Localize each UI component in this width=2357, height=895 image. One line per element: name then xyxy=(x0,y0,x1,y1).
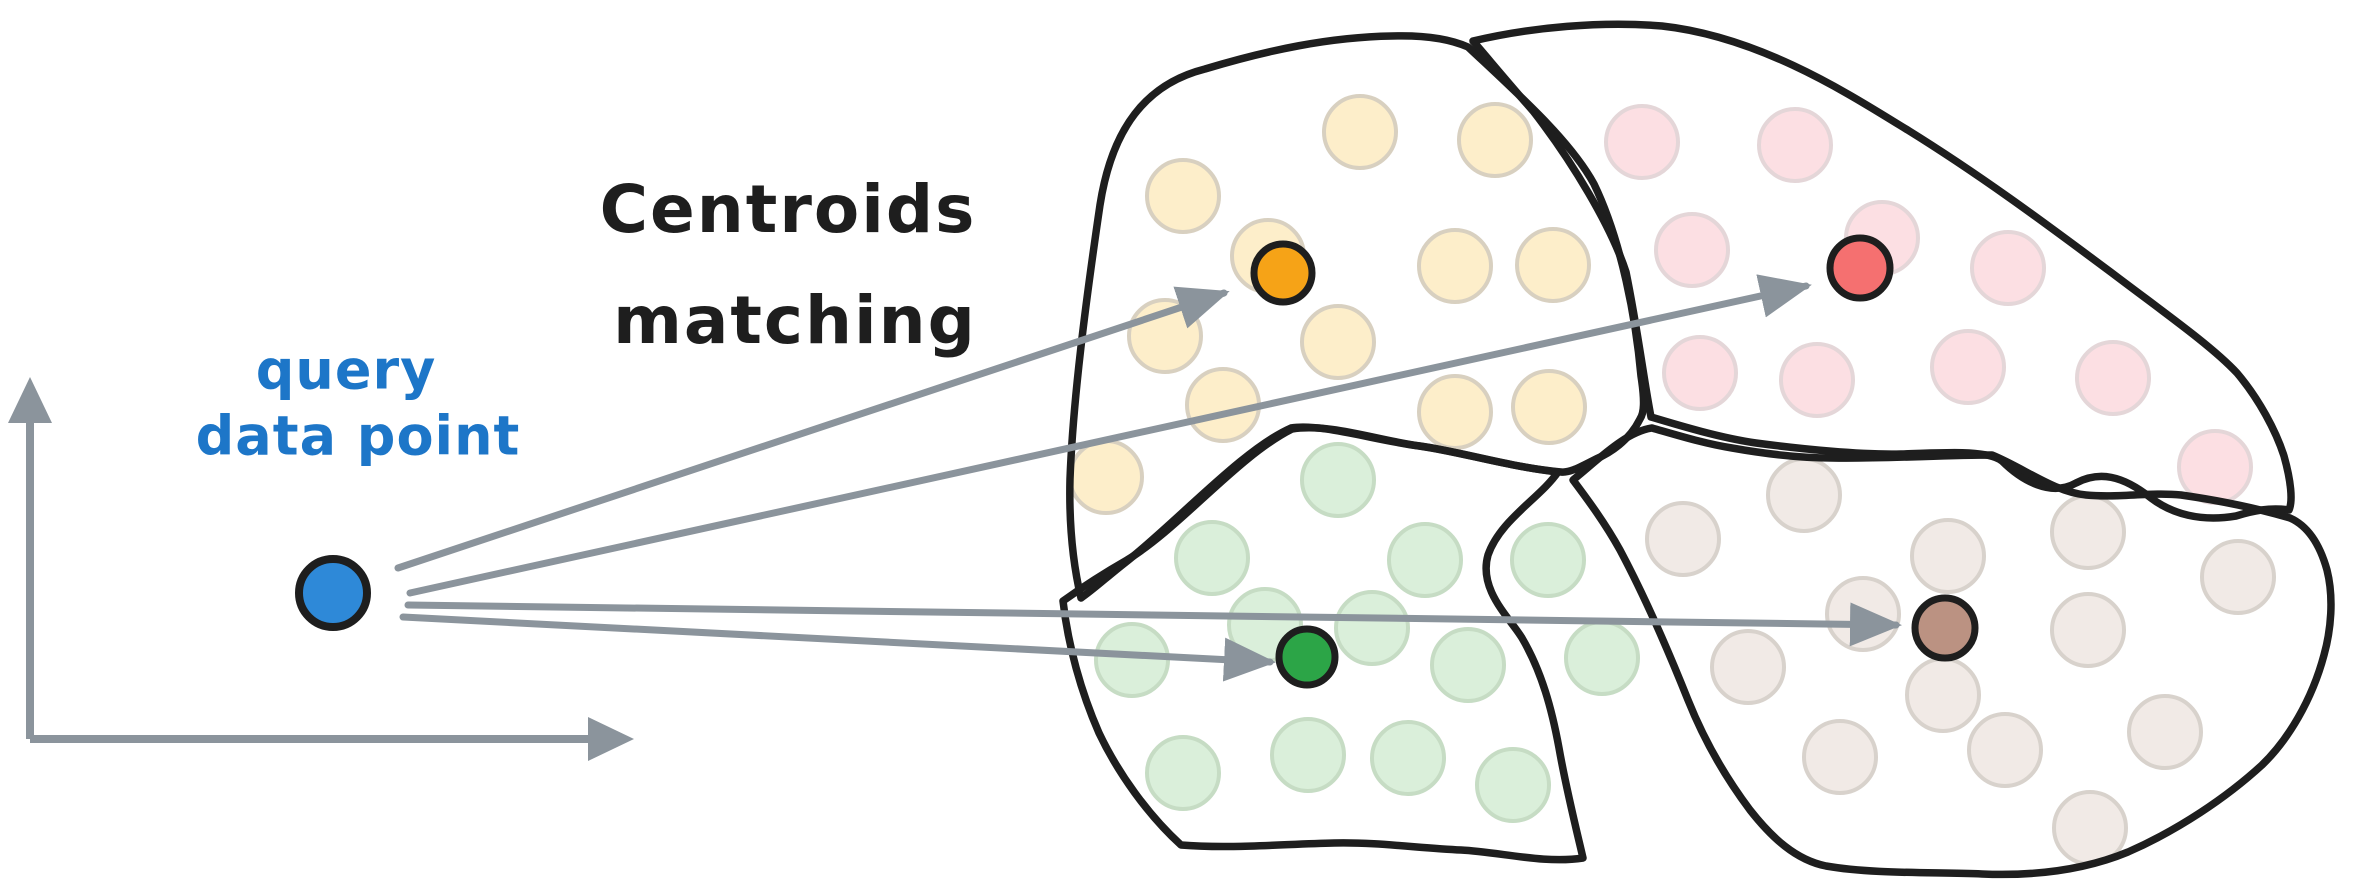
green-cluster-data-dot xyxy=(1564,620,1640,696)
red-cluster-data-dot xyxy=(1930,329,2006,405)
brown-cluster-data-dot xyxy=(1825,576,1901,652)
orange-cluster-data-dot xyxy=(1515,227,1591,303)
red-cluster-outline xyxy=(1469,20,2295,522)
arrow-to-orange-centroid xyxy=(394,286,1230,572)
red-cluster-data-dot xyxy=(1779,342,1855,418)
brown-cluster-data-dot xyxy=(2127,694,2203,770)
brown-cluster-data-dot xyxy=(1802,719,1878,795)
red-centroid-dot xyxy=(1826,234,1894,302)
orange-cluster-data-dot xyxy=(1457,102,1533,178)
orange-cluster-data-dot xyxy=(1511,369,1587,445)
red-cluster-data-dot xyxy=(1604,104,1680,180)
query-label-line2: data point xyxy=(196,405,521,468)
title-line2: matching xyxy=(613,282,977,359)
brown-cluster-data-dot xyxy=(1967,712,2043,788)
orange-centroid-dot xyxy=(1250,240,1316,306)
outlines-layer xyxy=(1059,20,2335,879)
query-label-line1: query xyxy=(256,339,437,402)
green-cluster-data-dot xyxy=(1270,717,1346,793)
green-cluster-outline xyxy=(1059,424,1587,864)
arrow-to-green-centroid xyxy=(399,613,1276,682)
axes-layer xyxy=(8,377,634,761)
brown-cluster-data-dot xyxy=(1710,629,1786,705)
orange-cluster-data-dot xyxy=(1417,374,1493,450)
brown-cluster-data-dot xyxy=(1766,457,1842,533)
green-cluster-data-dot xyxy=(1430,627,1506,703)
brown-centroid-dot xyxy=(1911,594,1979,662)
brown-cluster-data-dot xyxy=(1905,657,1981,733)
brown-cluster-data-dot xyxy=(2050,592,2126,668)
red-cluster-data-dot xyxy=(1757,107,1833,183)
red-cluster-data-dot xyxy=(2177,429,2253,505)
green-cluster-data-dot xyxy=(1145,735,1221,811)
centroids-layer xyxy=(1250,234,1979,689)
green-centroid-dot xyxy=(1275,625,1339,689)
green-cluster-data-dot xyxy=(1174,520,1250,596)
query-data-point-dot xyxy=(295,555,371,631)
brown-cluster-data-dot xyxy=(2200,539,2276,615)
orange-cluster-data-dot xyxy=(1185,367,1261,443)
arrow-to-brown-centroid xyxy=(404,601,1902,647)
orange-cluster-data-dot xyxy=(1068,439,1144,515)
red-cluster-data-dot xyxy=(1970,230,2046,306)
green-cluster-data-dot xyxy=(1094,622,1170,698)
green-cluster-data-dot xyxy=(1334,590,1410,666)
arrows-layer xyxy=(394,274,1902,682)
labels-layer: Centroids matching query data point xyxy=(196,171,977,468)
green-cluster-data-dot xyxy=(1300,442,1376,518)
orange-cluster-data-dot xyxy=(1322,94,1398,170)
brown-cluster-data-dot xyxy=(1910,518,1986,594)
green-cluster-data-dot xyxy=(1387,522,1463,598)
brown-cluster-outline xyxy=(1569,424,2335,879)
arrow-to-red-centroid xyxy=(406,274,1812,597)
red-cluster-data-dot xyxy=(1654,212,1730,288)
orange-cluster-data-dot xyxy=(1145,158,1221,234)
title-line1: Centroids xyxy=(600,171,977,248)
brown-cluster-data-dot xyxy=(2050,494,2126,570)
query-point-layer xyxy=(295,555,371,631)
red-cluster-data-dot xyxy=(1662,335,1738,411)
green-cluster-data-dot xyxy=(1475,747,1551,823)
brown-cluster-data-dot xyxy=(1645,501,1721,577)
green-cluster-data-dot xyxy=(1370,720,1446,796)
green-cluster-data-dot xyxy=(1510,522,1586,598)
orange-cluster-data-dot xyxy=(1417,228,1493,304)
orange-cluster-data-dot xyxy=(1300,304,1376,380)
red-cluster-data-dot xyxy=(2075,340,2151,416)
